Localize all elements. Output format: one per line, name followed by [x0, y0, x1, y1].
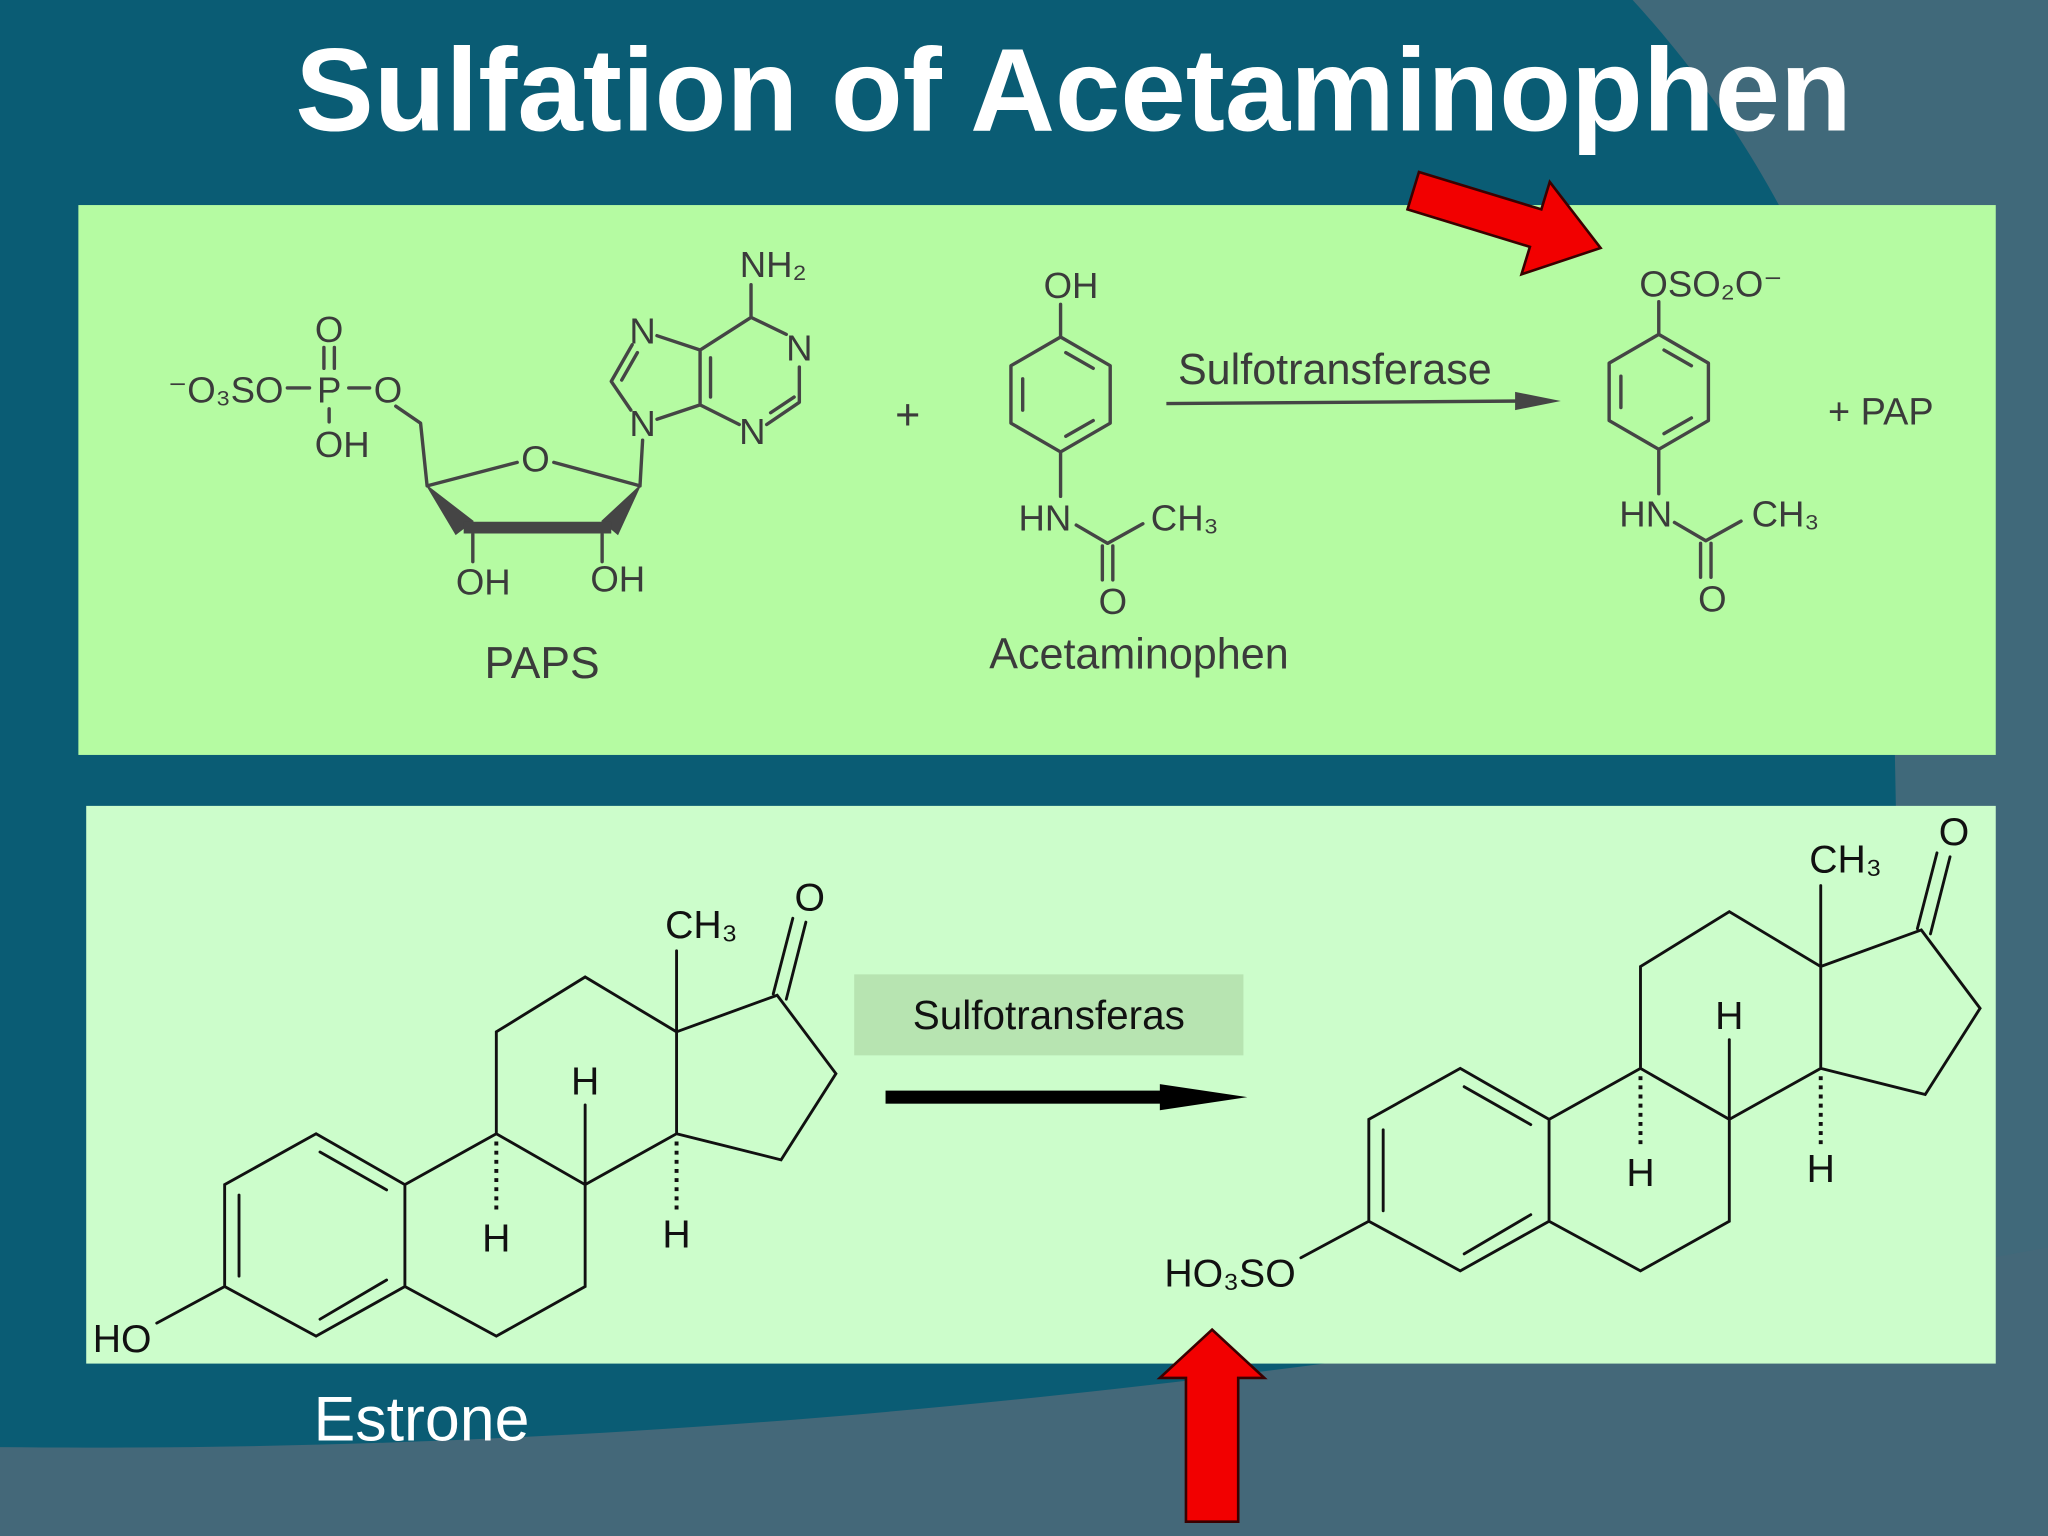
top-arrow-head	[1515, 391, 1561, 411]
paps-phosphate-bonds	[285, 345, 372, 424]
paps-phosphate-hydroxyl: OH	[315, 424, 370, 465]
panel-bottom-background	[86, 805, 1996, 1364]
paps-nitrogen-7: N	[629, 311, 655, 352]
paps-oxo-oxygen: O	[315, 309, 343, 350]
estrone-sulfate-skeleton-bonds	[1299, 851, 1982, 1273]
paps-hydroxyl-2: OH	[590, 559, 645, 600]
paps-bridge-oxygen: O	[374, 369, 402, 410]
plus-sign: +	[895, 392, 920, 440]
acetaminophen-label: Acetaminophen	[989, 631, 1288, 679]
paps-phosphorus: P	[317, 369, 341, 410]
paps-label: PAPS	[484, 639, 599, 688]
pap-byproduct: + PAP	[1828, 391, 1934, 433]
estrone-hydroxyl: HO	[93, 1318, 152, 1361]
estrone-sulfate-hydrogen-c14: H	[1807, 1148, 1835, 1191]
acetaminophen-reaction-panel: O ⁻O₃SO P O OH O OH OH NH₂ N N N N PAPS …	[78, 205, 1996, 755]
paps-nitrogen-1: N	[786, 327, 812, 368]
estrone-skeleton-bonds	[155, 916, 838, 1338]
product-methyl: CH₃	[1752, 493, 1820, 534]
top-arrow-shaft	[1166, 399, 1529, 406]
slide-title: Sulfation of Acetaminophen	[295, 25, 1851, 156]
estrone-reaction-panel: O CH₃ H H H HO Sulfotransferas O CH₃ H H…	[86, 805, 1996, 1364]
panel-top-background	[78, 205, 1996, 755]
product-sulfate-group: OSO₂O⁻	[1639, 263, 1782, 304]
paps-ring-oxygen: O	[521, 439, 549, 480]
estrone-sulfate-group: HO₃SO	[1164, 1253, 1295, 1296]
red-highlight-arrow-bottom	[1156, 1327, 1268, 1523]
paps-hydroxyl-3: OH	[456, 561, 511, 602]
acetaminophen-structure: OH HN CH₃ O Acetaminophen	[989, 265, 1288, 679]
estrone-methyl: CH₃	[665, 904, 738, 947]
estrone-sulfate-hydrogen-c9: H	[1626, 1152, 1654, 1195]
product-amide-nh: HN	[1619, 493, 1672, 534]
background-curve-bottom	[0, 1247, 2048, 1536]
estrone-structure: O CH₃ H H H HO	[93, 876, 838, 1361]
product-carbonyl-oxygen: O	[1698, 578, 1726, 619]
paps-sulfate-group: ⁻O₃SO	[168, 369, 283, 410]
estrone-sulfate-carbonyl-oxygen: O	[1939, 811, 1969, 854]
paps-nitrogen-3: N	[739, 411, 765, 452]
bottom-reaction-arrow: Sulfotransferas	[854, 974, 1248, 1111]
paps-adenine-bonds	[609, 283, 802, 427]
estrone-carbonyl-oxygen: O	[795, 876, 825, 919]
acetaminophen-methyl: CH₃	[1151, 497, 1219, 538]
estrone-hydrogen-c9: H	[482, 1217, 510, 1260]
estrone-sulfate-methyl: CH₃	[1809, 838, 1882, 881]
estrone-sulfate-hydrogen-c8: H	[1715, 995, 1743, 1038]
acetaminophen-sulfate-structure: OSO₂O⁻ HN CH₃ O	[1607, 263, 1820, 619]
top-reaction-arrow: Sulfotransferase	[1166, 346, 1561, 411]
acetaminophen-amide-nh: HN	[1018, 497, 1071, 538]
paps-structure: O ⁻O₃SO P O OH O OH OH NH₂ N N N N PAPS	[168, 244, 813, 688]
acetaminophen-hydroxyl: OH	[1044, 265, 1099, 306]
red-highlight-arrow-top	[1405, 170, 1603, 277]
estrone-hydrogen-c8: H	[571, 1061, 599, 1104]
paps-ribose-bonds	[394, 404, 645, 564]
estrone-sulfate-structure: O CH₃ H H H HO₃SO	[1164, 811, 1982, 1296]
acetaminophen-carbonyl-oxygen: O	[1099, 581, 1127, 622]
estrone-caption: Estrone	[313, 1385, 529, 1455]
bottom-enzyme-box	[854, 974, 1244, 1056]
top-enzyme-label: Sulfotransferase	[1178, 346, 1492, 394]
bottom-arrow-head	[1159, 1084, 1248, 1111]
acetaminophen-bonds	[1009, 302, 1145, 582]
bottom-enzyme-label: Sulfotransferas	[913, 992, 1185, 1038]
paps-amino-group: NH₂	[740, 244, 807, 285]
estrone-hydrogen-c14: H	[662, 1213, 690, 1256]
acetaminophen-sulfate-bonds	[1607, 300, 1743, 580]
bottom-arrow-shaft	[885, 1090, 1166, 1104]
paps-nitrogen-9: N	[629, 403, 655, 444]
